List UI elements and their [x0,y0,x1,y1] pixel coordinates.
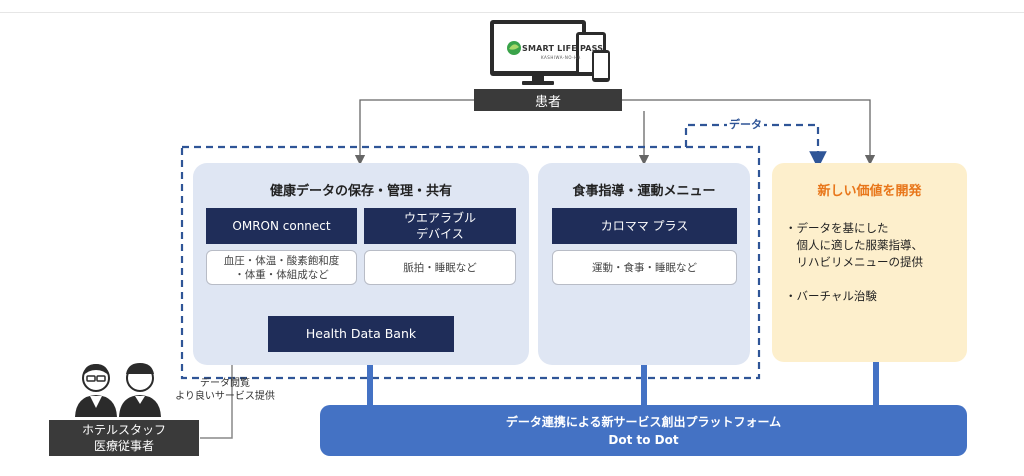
omron-items-line2: ・体重・体組成など [234,268,329,281]
staff-label-line2: 医療従事者 [93,439,154,453]
pillar-middle [641,365,647,407]
staff-label: ホテルスタッフ 医療従事者 [49,420,199,456]
patient-label: 患者 [474,89,622,111]
staff-people-icon [75,363,161,417]
omron-connect-box: OMRON connect [206,208,357,244]
device-brand: SMART LIFE PASS [522,44,604,53]
wearable-line1: ウエアラブル [403,211,476,225]
staff-label-line1: ホテルスタッフ [81,423,166,437]
diet-exercise-panel-title: 食事指導・運動メニュー [572,184,716,199]
new-value-item1-line2: 個人に適した服薬指導、 [785,238,923,252]
omron-items-line1: 血圧・体温・酸素飽和度 [223,254,340,267]
calomama-plus-box: カロママ プラス [552,208,737,244]
pillar-left [367,365,373,407]
platform-bar: データ連携による新サービス創出プラットフォーム Dot to Dot [320,405,967,456]
calomama-items-box: 運動・食事・睡眠など [552,250,737,285]
data-flow-label: データ [727,116,764,132]
device-brand-sub: KASHIWA-NO-HA [541,55,581,60]
pillar-right [873,362,879,407]
health-data-bank-box: Health Data Bank [268,316,454,352]
staff-note-line1: データ閲覧 [200,378,250,389]
wearable-items-box: 脈拍・睡眠など [364,250,516,285]
new-value-item1-line3: リハビリメニューの提供 [785,255,923,269]
health-data-panel-title: 健康データの保存・管理・共有 [269,184,452,199]
new-value-title: 新しい価値を開発 [817,184,922,199]
new-value-item1-line1: ・データを基にした [785,221,889,235]
platform-line2: Dot to Dot [608,432,679,447]
wearable-device-box: ウエアラブル デバイス [364,208,516,244]
device-illustration [490,20,610,85]
omron-items-box: 血圧・体温・酸素飽和度 ・体重・体組成など [206,250,357,285]
top-divider [0,12,1024,13]
new-value-item2: ・バーチャル治験 [785,289,877,303]
wearable-line2: デバイス [416,227,464,241]
platform-line1: データ連携による新サービス創出プラットフォーム [505,414,782,429]
new-value-box [772,163,967,362]
staff-note-line2: より良いサービス提供 [175,391,275,402]
staff-note: データ閲覧 より良いサービス提供 [160,377,290,403]
